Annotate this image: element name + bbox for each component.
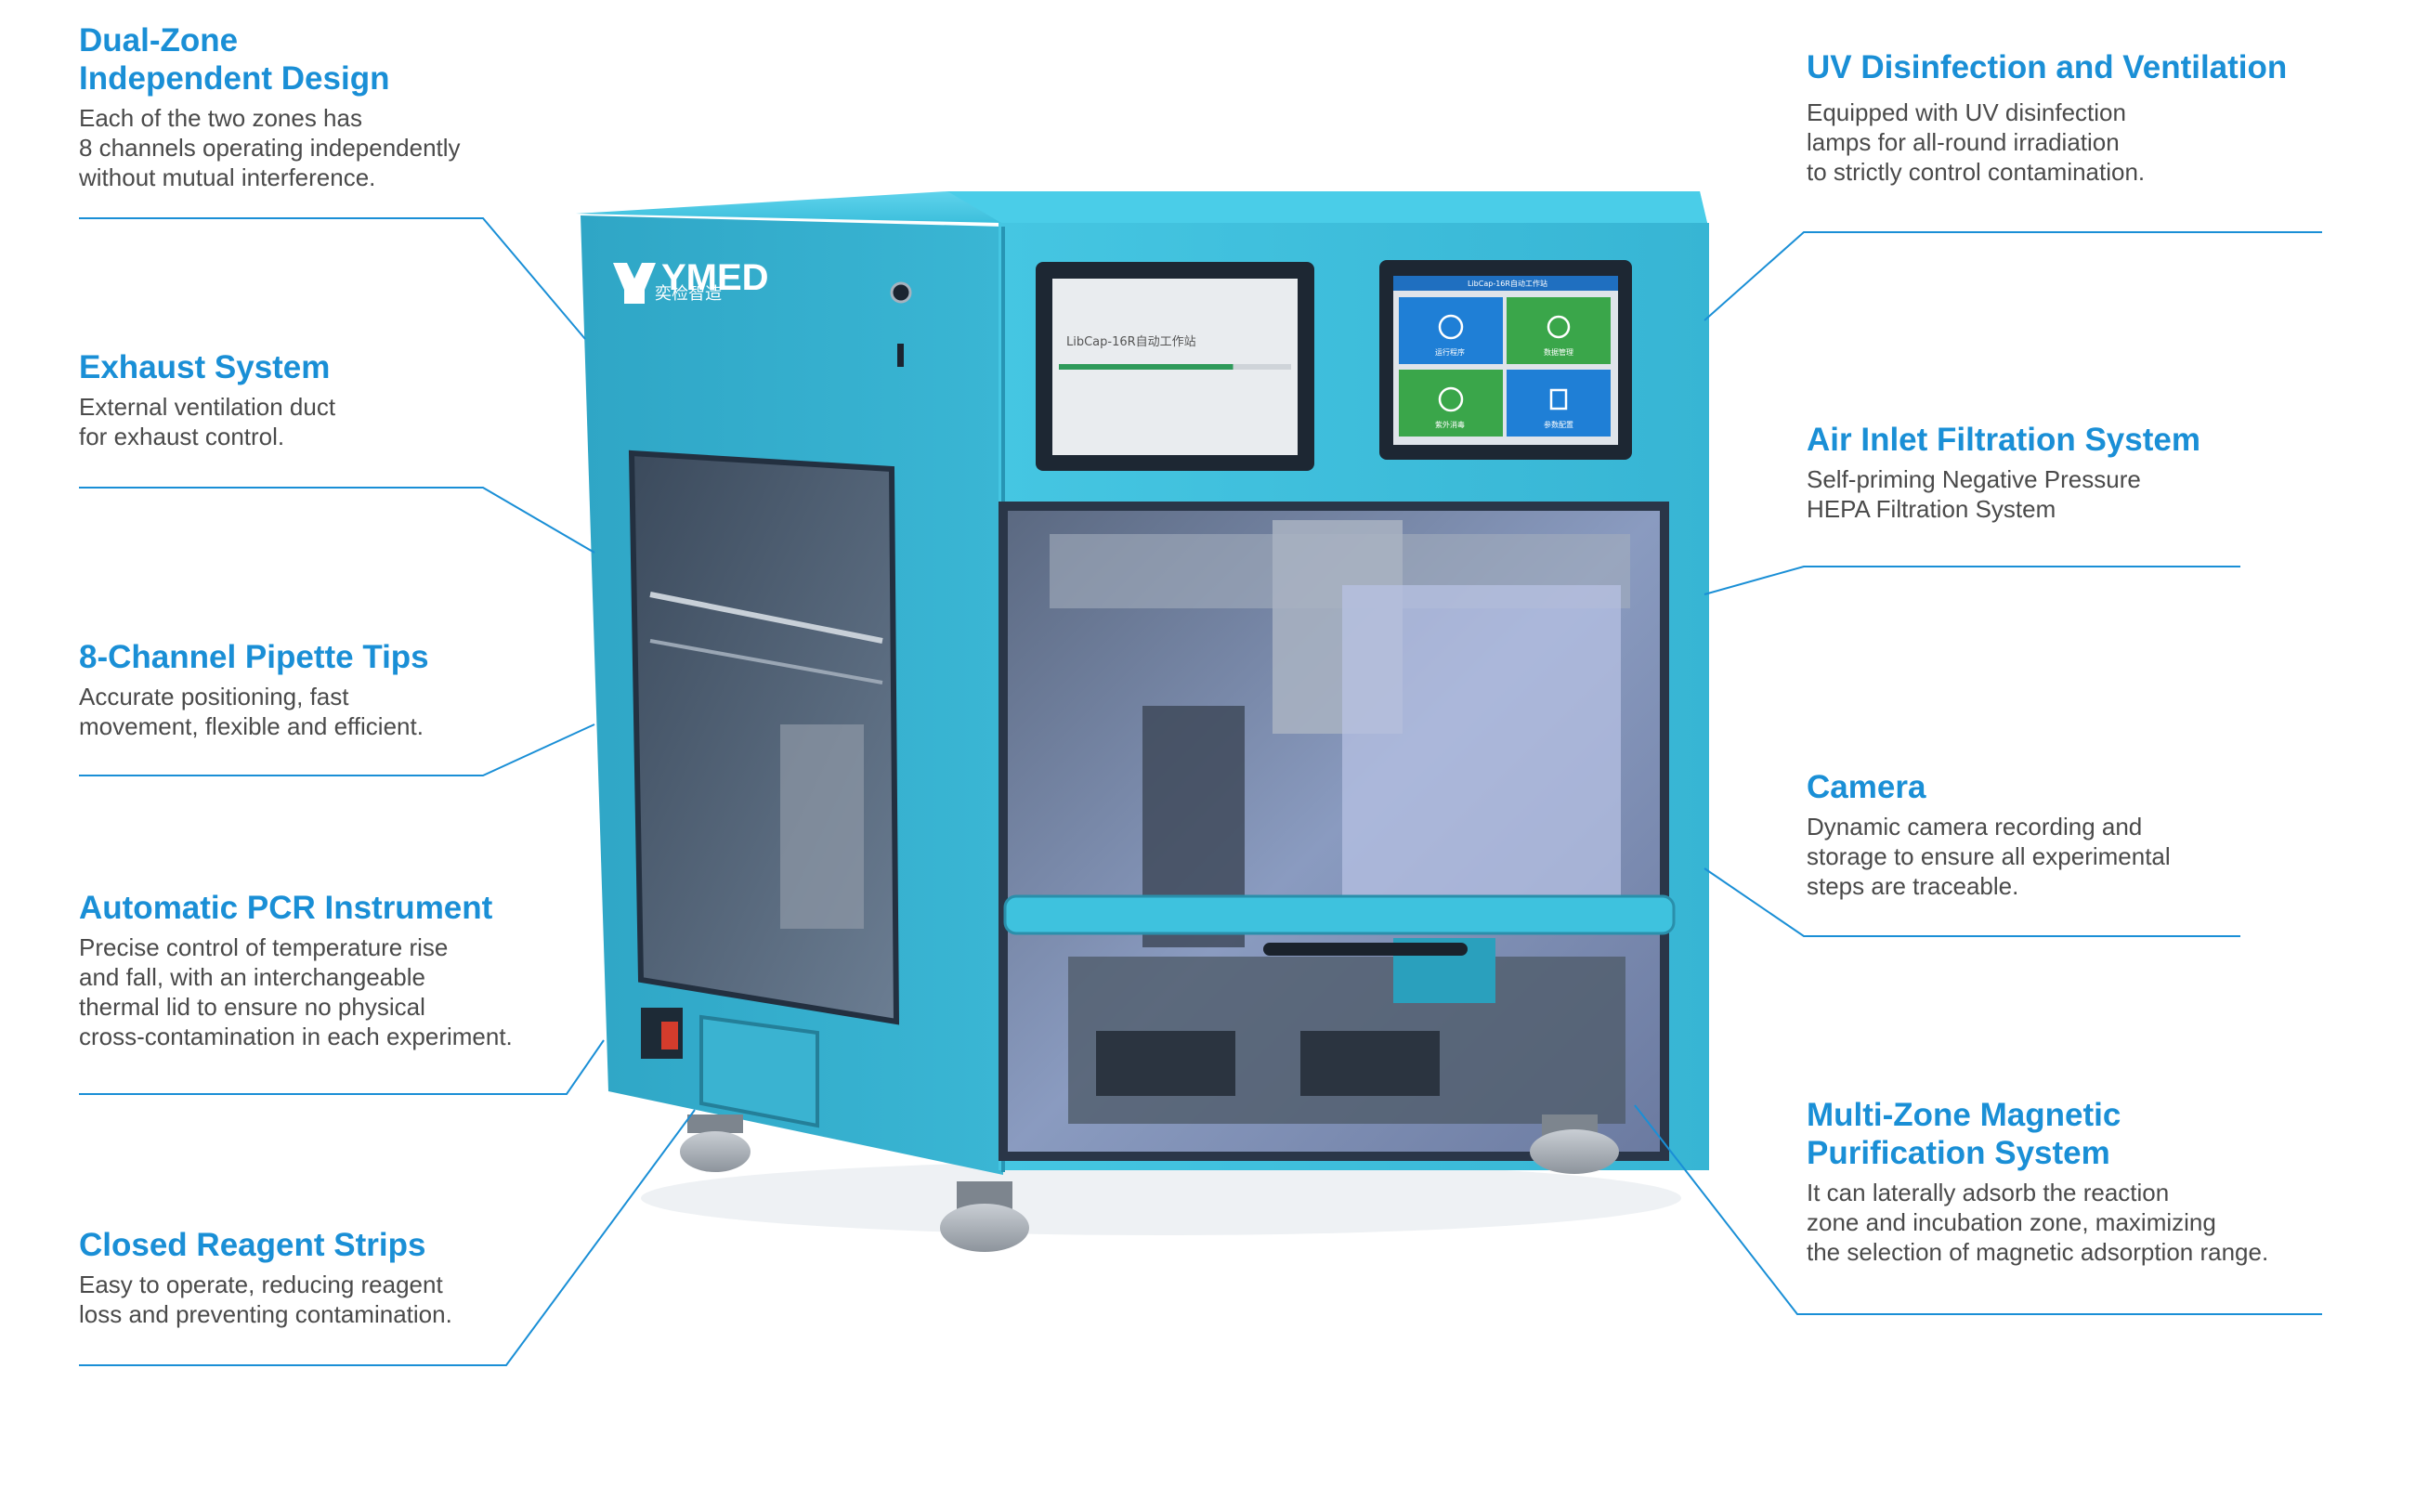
leader-camera: [1704, 867, 2240, 937]
key-lock: [890, 281, 912, 304]
svg-text:LibCap-16R自动工作站: LibCap-16R自动工作站: [1066, 335, 1196, 349]
svg-text:奕检智造: 奕检智造: [655, 284, 722, 304]
svg-text:参数配置: 参数配置: [1544, 420, 1573, 429]
leader-air-inlet: [1704, 566, 2240, 595]
feature-exhaust: Exhaust System External ventilation duct…: [79, 348, 599, 451]
left-monitor-progress: [1059, 364, 1234, 370]
tile-param: [1507, 370, 1611, 437]
floor-shadow: [641, 1161, 1681, 1235]
svg-text:LibCap-16R自动工作站: LibCap-16R自动工作站: [1468, 279, 1547, 288]
brand-logo: YMED 奕检智造: [613, 257, 769, 304]
feature-title: Automatic PCR Instrument: [79, 890, 493, 926]
support-feet: [680, 1114, 1619, 1252]
svg-text:数据管理: 数据管理: [1544, 347, 1573, 357]
leader-exhaust: [79, 487, 595, 554]
feature-pcr: Automatic PCR Instrument Precise control…: [79, 889, 655, 1051]
svg-text:YMED: YMED: [661, 257, 769, 298]
exhaust-port: [699, 1014, 819, 1128]
tile-uv: [1399, 370, 1503, 437]
tile-run: [1399, 297, 1503, 364]
door-handle-bar: [1003, 894, 1676, 935]
feature-title: Closed Reagent Strips: [79, 1227, 426, 1263]
tile-data: [1507, 297, 1611, 364]
svg-text:紫外消毒: 紫外消毒: [1435, 420, 1465, 429]
leader-reagent: [79, 1109, 696, 1366]
feature-uv: UV Disinfection and Ventilation Equipped…: [1807, 48, 2382, 187]
feature-air-inlet: Air Inlet Filtration System Self-priming…: [1807, 421, 2382, 524]
feature-title: Exhaust System: [79, 349, 331, 385]
leader-uv: [1704, 231, 2322, 321]
leader-pipette: [79, 723, 595, 776]
leader-pcr: [79, 1039, 605, 1095]
feature-title: UV Disinfection and Ventilation: [1807, 49, 2288, 85]
feature-reagent: Closed Reagent Strips Easy to operate, r…: [79, 1226, 599, 1329]
feature-title: Air Inlet Filtration System: [1807, 422, 2200, 458]
leader-dual-zone: [79, 217, 586, 340]
feature-pipette: 8-Channel Pipette Tips Accurate position…: [79, 638, 599, 741]
feature-title: Camera: [1807, 769, 1926, 805]
svg-text:运行程序: 运行程序: [1435, 347, 1465, 357]
leader-magnetic: [1634, 1104, 2322, 1315]
feature-title: 8-Channel Pipette Tips: [79, 639, 429, 675]
